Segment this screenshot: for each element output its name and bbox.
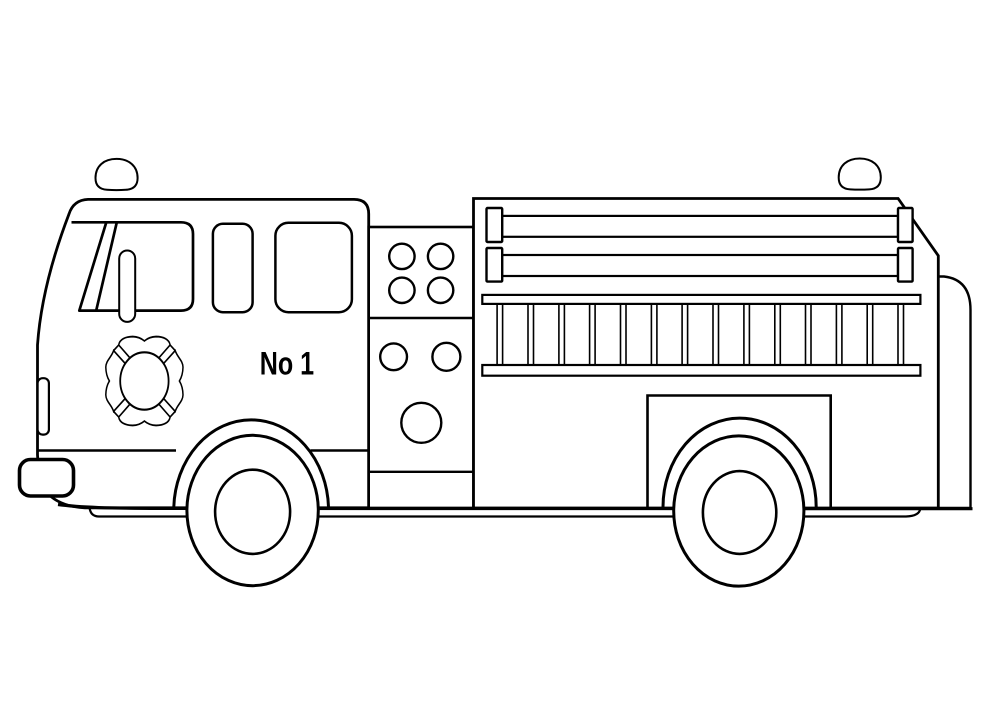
svg-text:No 1: No 1 [260,346,314,382]
